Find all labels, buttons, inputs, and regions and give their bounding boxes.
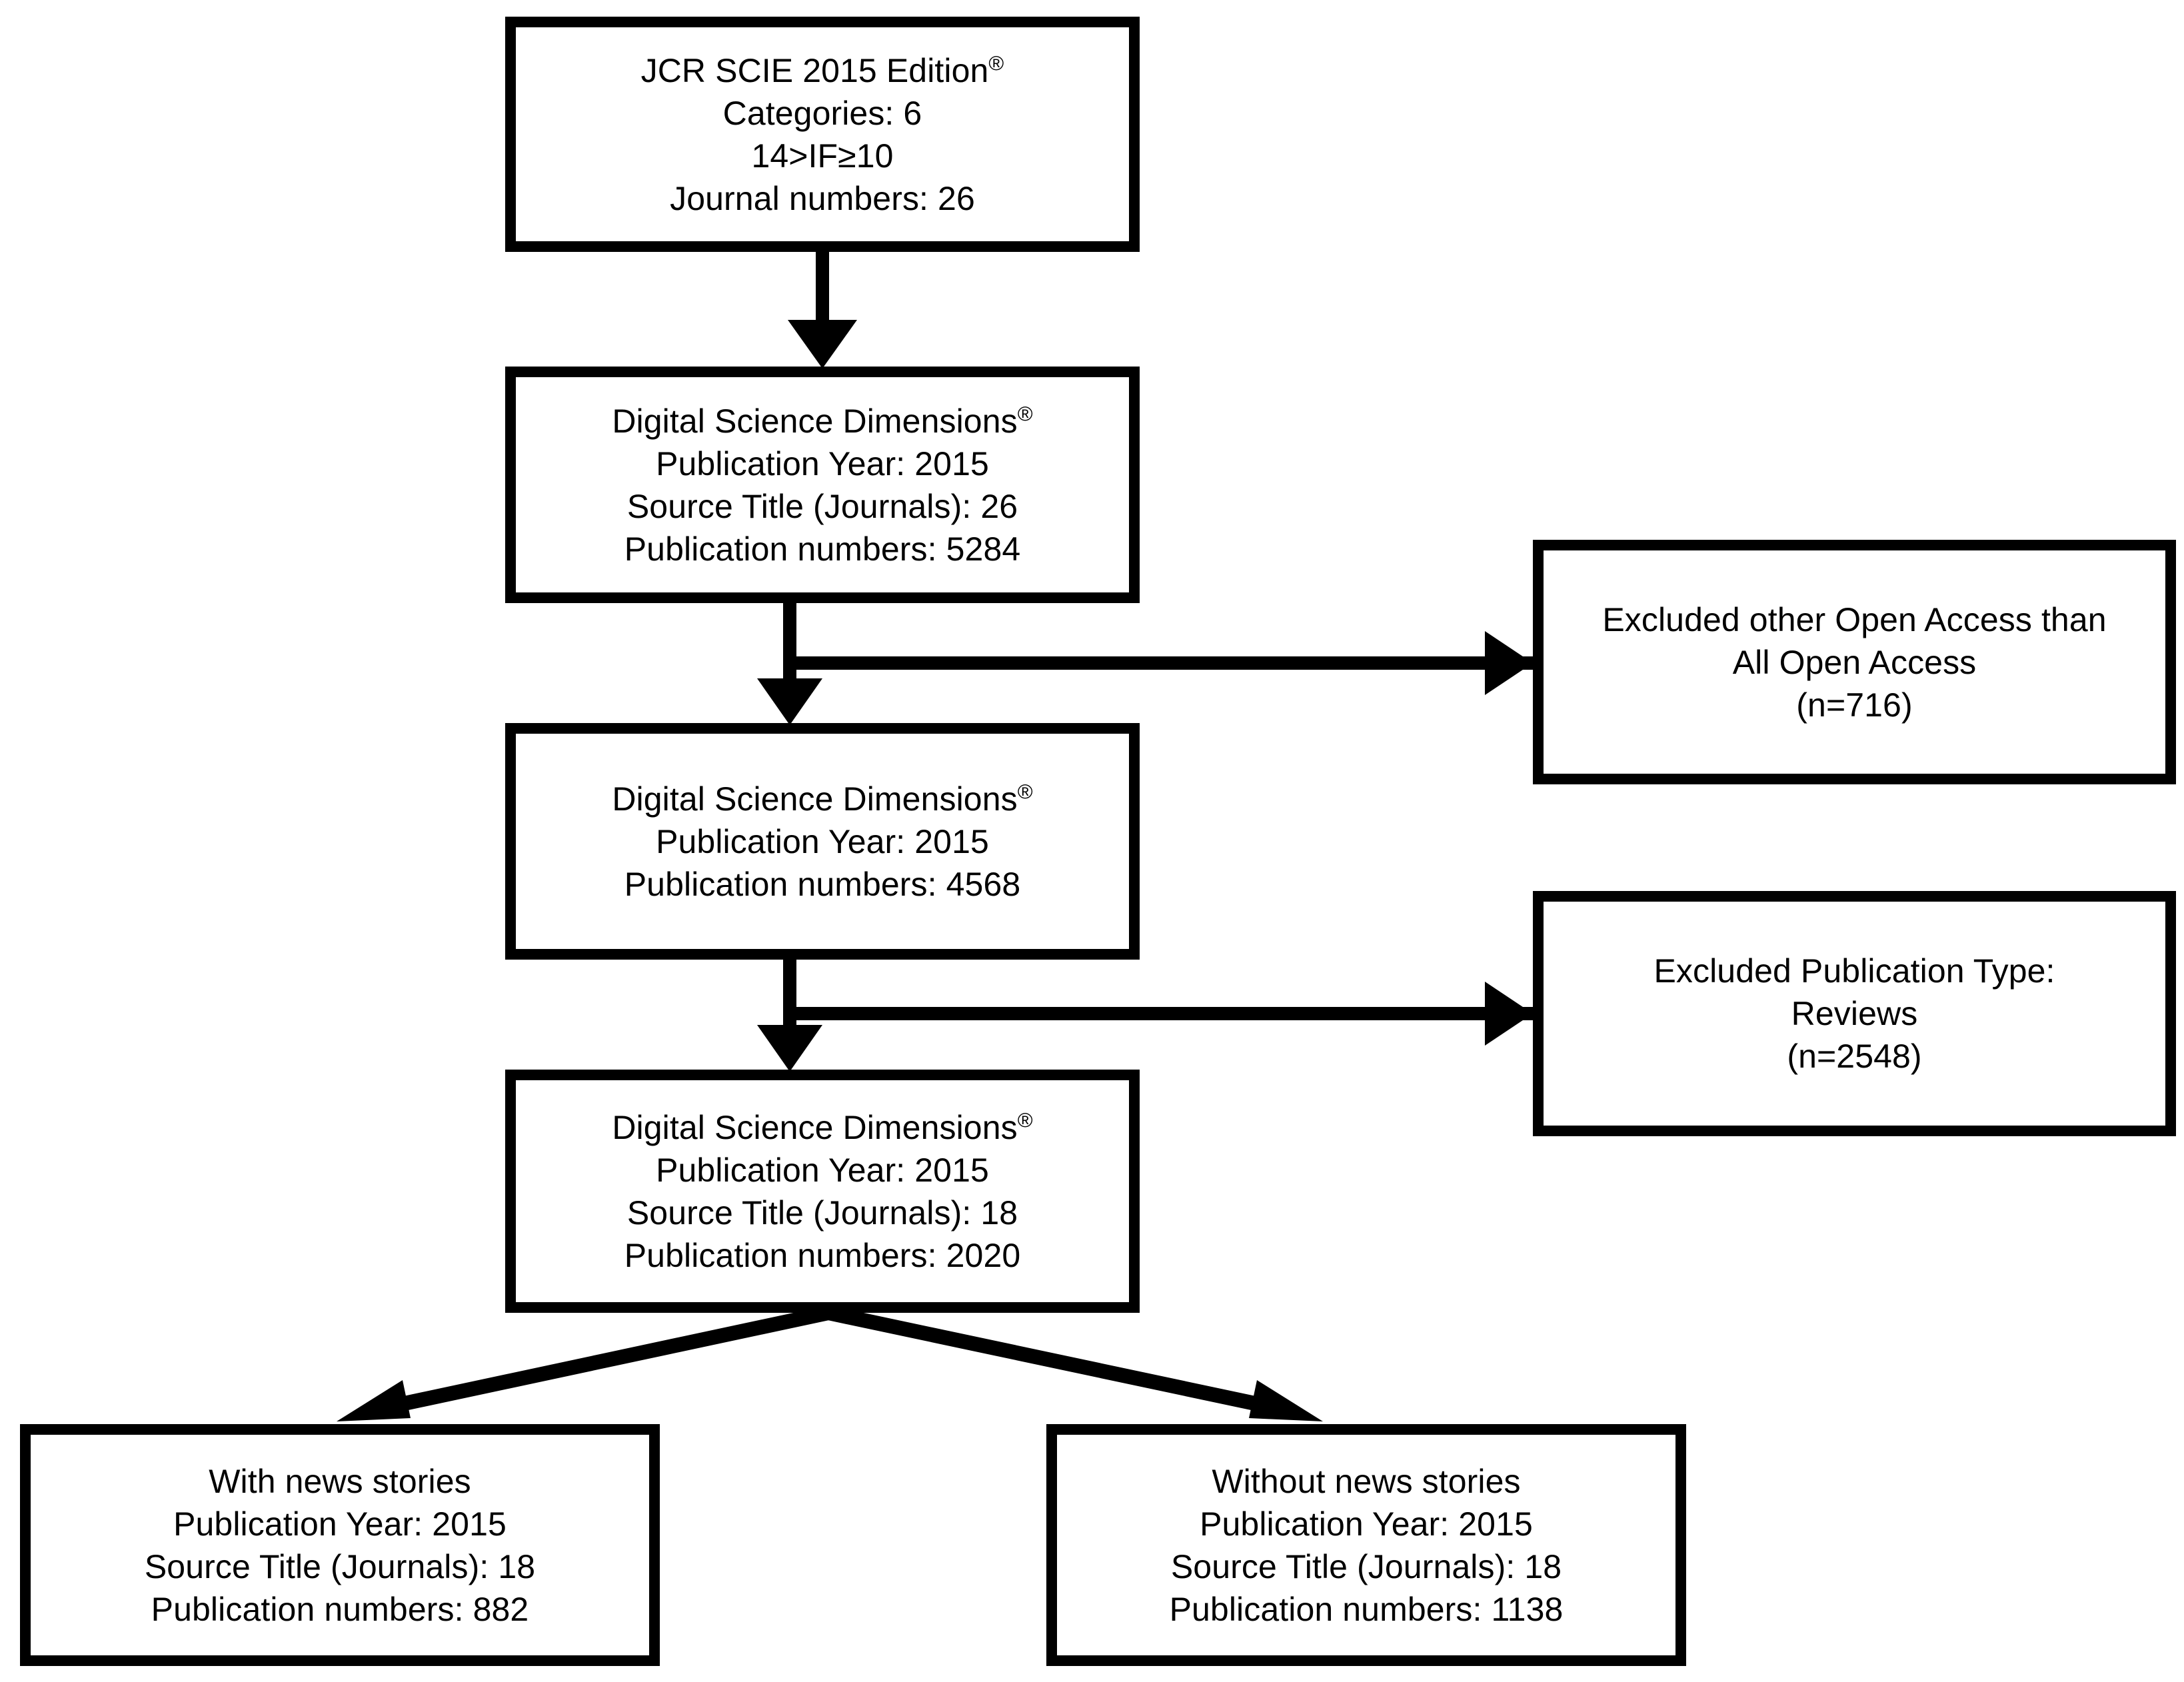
edge-dimensions-articles-to-without-news xyxy=(826,1305,1323,1421)
node-with-news-stories[interactable]: With news stories Publication Year: 2015… xyxy=(20,1424,660,1666)
node-line: Reviews xyxy=(1791,995,1918,1032)
node-line: Categories: 6 xyxy=(722,94,922,132)
node-line: Source Title (Journals): 18 xyxy=(144,1547,536,1585)
node-without-news-stories[interactable]: Without news stories Publication Year: 2… xyxy=(1046,1424,1686,1666)
node-dimensions-open-access[interactable]: Digital Science Dimensions® Publication … xyxy=(505,723,1140,960)
node-line: (n=2548) xyxy=(1787,1038,1922,1075)
registered-mark-icon: ® xyxy=(1017,779,1033,803)
node-line: Publication Year: 2015 xyxy=(173,1505,507,1543)
node-line: Publication Year: 2015 xyxy=(656,1151,989,1189)
node-dimensions-all[interactable]: Digital Science Dimensions® Publication … xyxy=(505,367,1140,603)
registered-mark-icon: ® xyxy=(988,51,1004,75)
node-excluded-reviews[interactable]: Excluded Publication Type: Reviews (n=25… xyxy=(1533,891,2176,1136)
node-line: Publication Year: 2015 xyxy=(656,444,989,482)
node-line: Publication numbers: 4568 xyxy=(624,865,1021,903)
edge-dimensions-articles-to-with-news xyxy=(337,1305,830,1421)
node-line: Excluded other Open Access than xyxy=(1602,600,2107,638)
node-line: Without news stories xyxy=(1212,1462,1521,1500)
node-line: Source Title (Journals): 18 xyxy=(1170,1547,1562,1585)
node-line: Publication Year: 2015 xyxy=(1200,1505,1533,1543)
node-line: Publication numbers: 1138 xyxy=(1169,1590,1564,1628)
node-line: Source Title (Journals): 26 xyxy=(626,487,1018,525)
node-line: Excluded Publication Type: xyxy=(1653,952,2055,990)
node-line: (n=716) xyxy=(1796,686,1913,724)
node-line: Source Title (Journals): 18 xyxy=(626,1194,1018,1232)
node-line: Publication numbers: 2020 xyxy=(624,1236,1021,1274)
node-jcr-source[interactable]: JCR SCIE 2015 Edition® Categories: 6 14>… xyxy=(505,17,1140,252)
node-line: JCR SCIE 2015 Edition® xyxy=(640,51,1004,89)
node-line: 14>IF≥10 xyxy=(751,137,894,175)
edge-dimensions-oa-to-dimensions-articles xyxy=(757,960,822,1072)
node-line: Digital Science Dimensions® xyxy=(612,779,1033,818)
node-line: With news stories xyxy=(209,1462,471,1500)
edge-dimensions-all-to-dimensions-oa xyxy=(757,603,822,725)
node-excluded-open-access[interactable]: Excluded other Open Access than All Open… xyxy=(1533,540,2176,784)
node-line: Publication Year: 2015 xyxy=(656,822,989,860)
registered-mark-icon: ® xyxy=(1017,1108,1033,1132)
node-line: Digital Science Dimensions® xyxy=(612,401,1033,440)
node-line: Publication numbers: 5284 xyxy=(624,530,1021,568)
node-line: Publication numbers: 882 xyxy=(151,1590,529,1628)
node-line: All Open Access xyxy=(1732,643,1977,681)
registered-mark-icon: ® xyxy=(1017,401,1033,425)
node-line: Digital Science Dimensions® xyxy=(612,1108,1033,1146)
edge-source-to-dimensions-all xyxy=(788,252,857,369)
node-dimensions-articles[interactable]: Digital Science Dimensions® Publication … xyxy=(505,1070,1140,1313)
node-line: Journal numbers: 26 xyxy=(670,179,975,217)
